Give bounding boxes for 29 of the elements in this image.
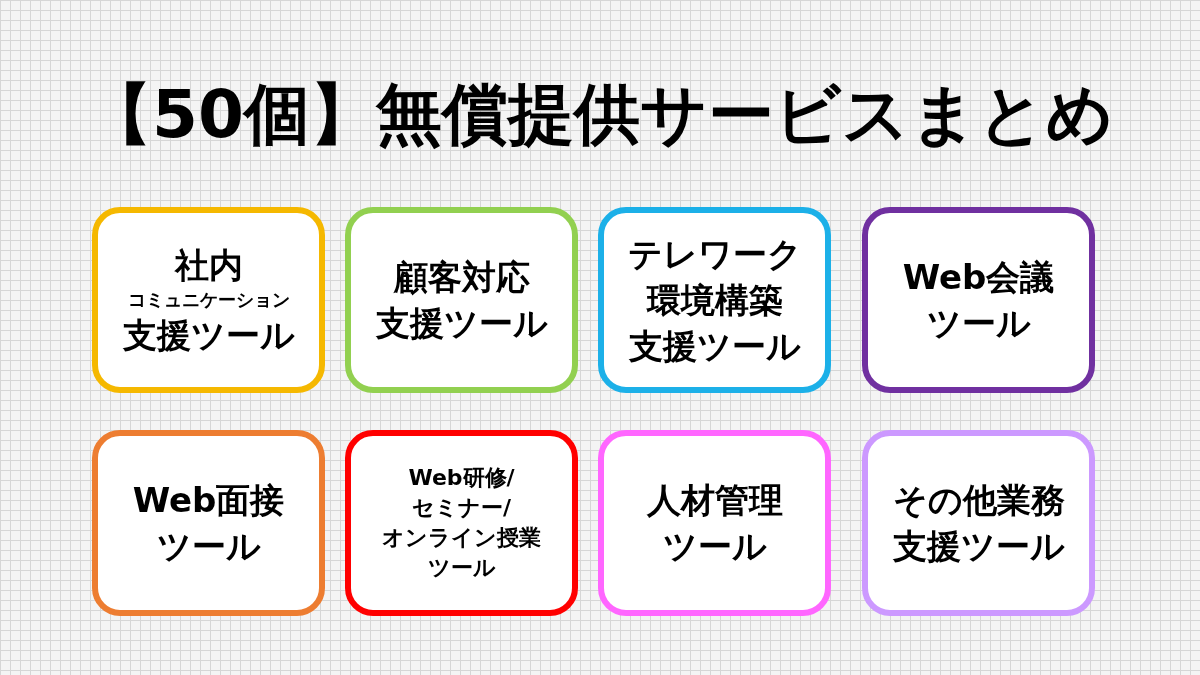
box-label: セミナー/	[411, 494, 511, 522]
box-label: 人材管理	[646, 479, 783, 522]
box-label: Web研修/	[408, 464, 515, 492]
category-box	[862, 207, 1095, 393]
category-box	[598, 207, 831, 393]
box-label: コミュニケーション	[127, 288, 290, 312]
category-box	[862, 430, 1095, 616]
category-box	[92, 207, 325, 393]
box-label: 環境構築	[646, 279, 783, 322]
box-label: Web面接	[132, 479, 285, 522]
box-label: ツール	[926, 302, 1031, 345]
box-label: ツール	[427, 554, 496, 582]
category-box	[598, 430, 831, 616]
box-label: 社内	[174, 244, 243, 287]
box-label: ツール	[662, 525, 767, 568]
box-label: オンライン授業	[382, 524, 541, 552]
box-label: 支援ツール	[628, 325, 801, 368]
box-label: Web会議	[902, 256, 1055, 299]
title: 【50個】無償提供サービスまとめ	[85, 75, 1115, 155]
category-box	[345, 207, 578, 393]
category-box	[345, 430, 578, 616]
box-label: 支援ツール	[892, 525, 1065, 568]
box-label: その他業務	[892, 479, 1065, 522]
box-label: ツール	[156, 525, 261, 568]
category-box	[92, 430, 325, 616]
box-label: 支援ツール	[375, 302, 548, 345]
box-label: 顧客対応	[393, 256, 530, 299]
box-label: テレワーク	[627, 233, 802, 276]
box-label: 支援ツール	[122, 314, 295, 357]
